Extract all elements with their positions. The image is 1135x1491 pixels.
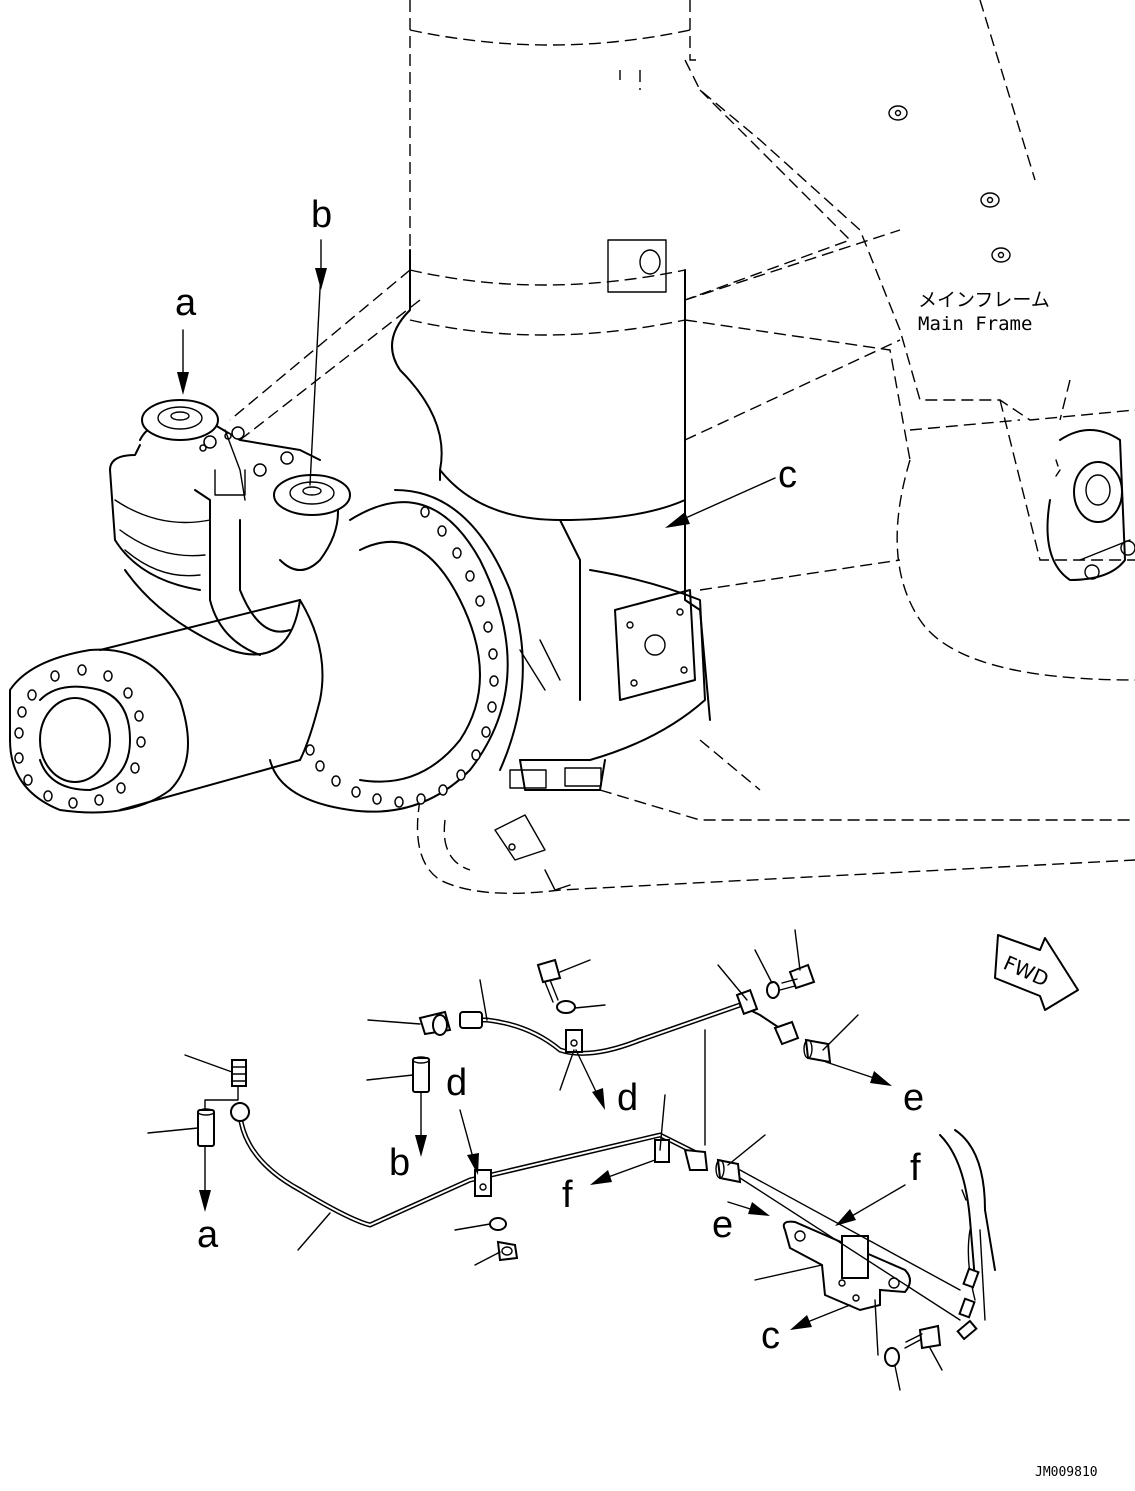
grease-line-lower (230, 1102, 709, 1228)
axle-flange-disc (269, 489, 524, 813)
top-callout-leaders (177, 239, 776, 528)
main-frame-label-en: Main Frame (918, 313, 1032, 335)
callout-f-pipe: f (562, 1174, 573, 1216)
callout-f-bracket: f (910, 1147, 921, 1189)
callout-d-left: d (446, 1062, 467, 1104)
lower-frame-outline (416, 739, 1135, 895)
callout-b-lower: b (389, 1142, 410, 1184)
callout-d-right: d (617, 1077, 638, 1119)
main-frame-outline (229, 0, 1135, 681)
callout-b-top: b (311, 194, 332, 236)
callout-c-top: c (778, 454, 797, 496)
rear-mount-bushing (1046, 429, 1135, 581)
frame-mount-bosses (607, 105, 1011, 293)
callout-a-lower: a (197, 1214, 219, 1256)
lower-leader-lines (147, 929, 943, 1391)
fwd-label: FWD (1000, 951, 1052, 992)
hose-bundle (939, 1129, 996, 1341)
forward-arrow: FWD (994, 934, 1079, 1011)
callout-c-bracket: c (761, 1315, 780, 1357)
mounting-bracket-plate (739, 1169, 961, 1367)
callout-e-right: e (903, 1077, 924, 1119)
callout-a-top: a (175, 282, 197, 324)
main-frame-label-jp: メインフレーム (918, 289, 1050, 311)
callout-e-bracket: e (712, 1204, 733, 1246)
grease-line-upper (459, 988, 800, 1056)
column-body (391, 249, 711, 791)
drawing-code: JM009810 (1035, 1465, 1098, 1480)
center-pin-bracket (109, 399, 351, 656)
axle-housing (9, 599, 324, 814)
